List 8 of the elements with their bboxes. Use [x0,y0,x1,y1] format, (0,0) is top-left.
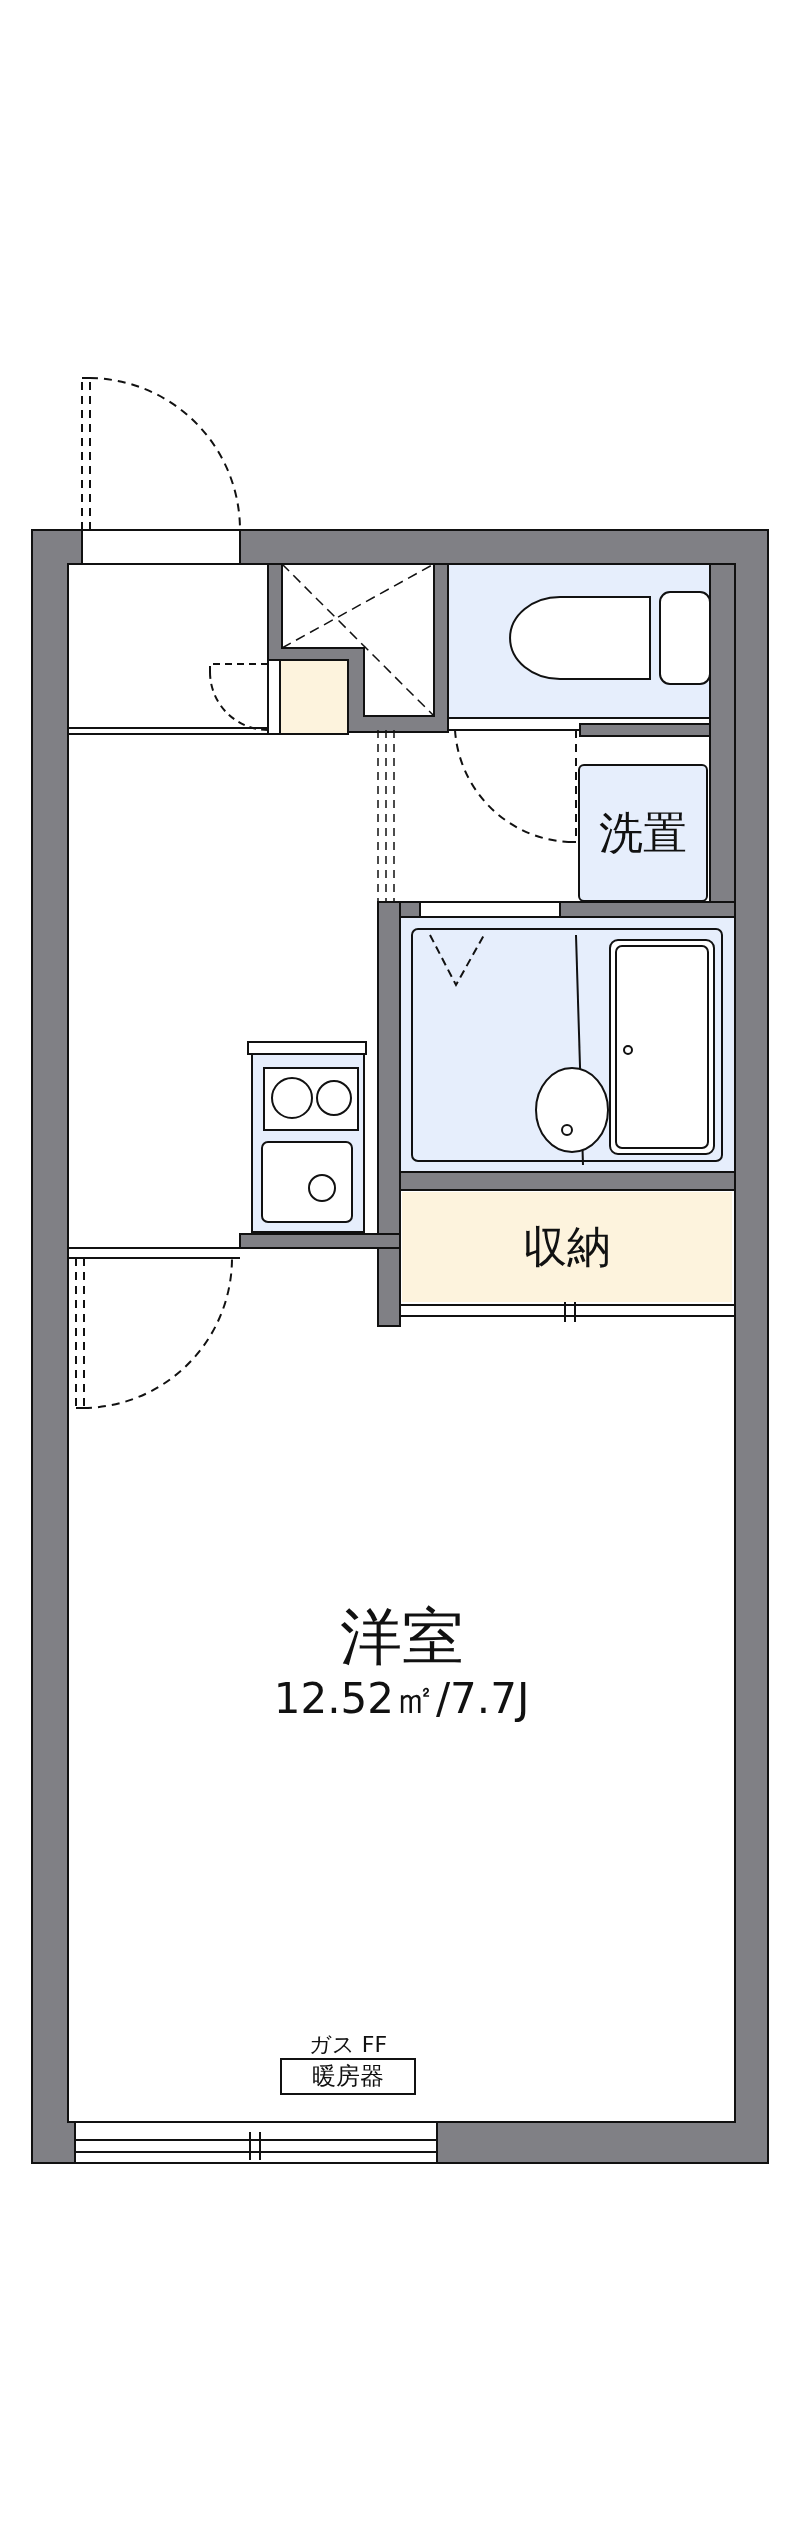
storage-area [402,1192,732,1302]
room-area: 12.52㎡/7.7J [273,1674,530,1725]
washer-space [578,764,708,902]
room-name: 洋室 [339,1600,464,1675]
heater-note: ガス FF [308,2032,388,2059]
heater-label: 暖房器 [280,2058,416,2096]
room-label: 洗置 [599,806,687,860]
room-label: 収納 [523,1220,611,1274]
